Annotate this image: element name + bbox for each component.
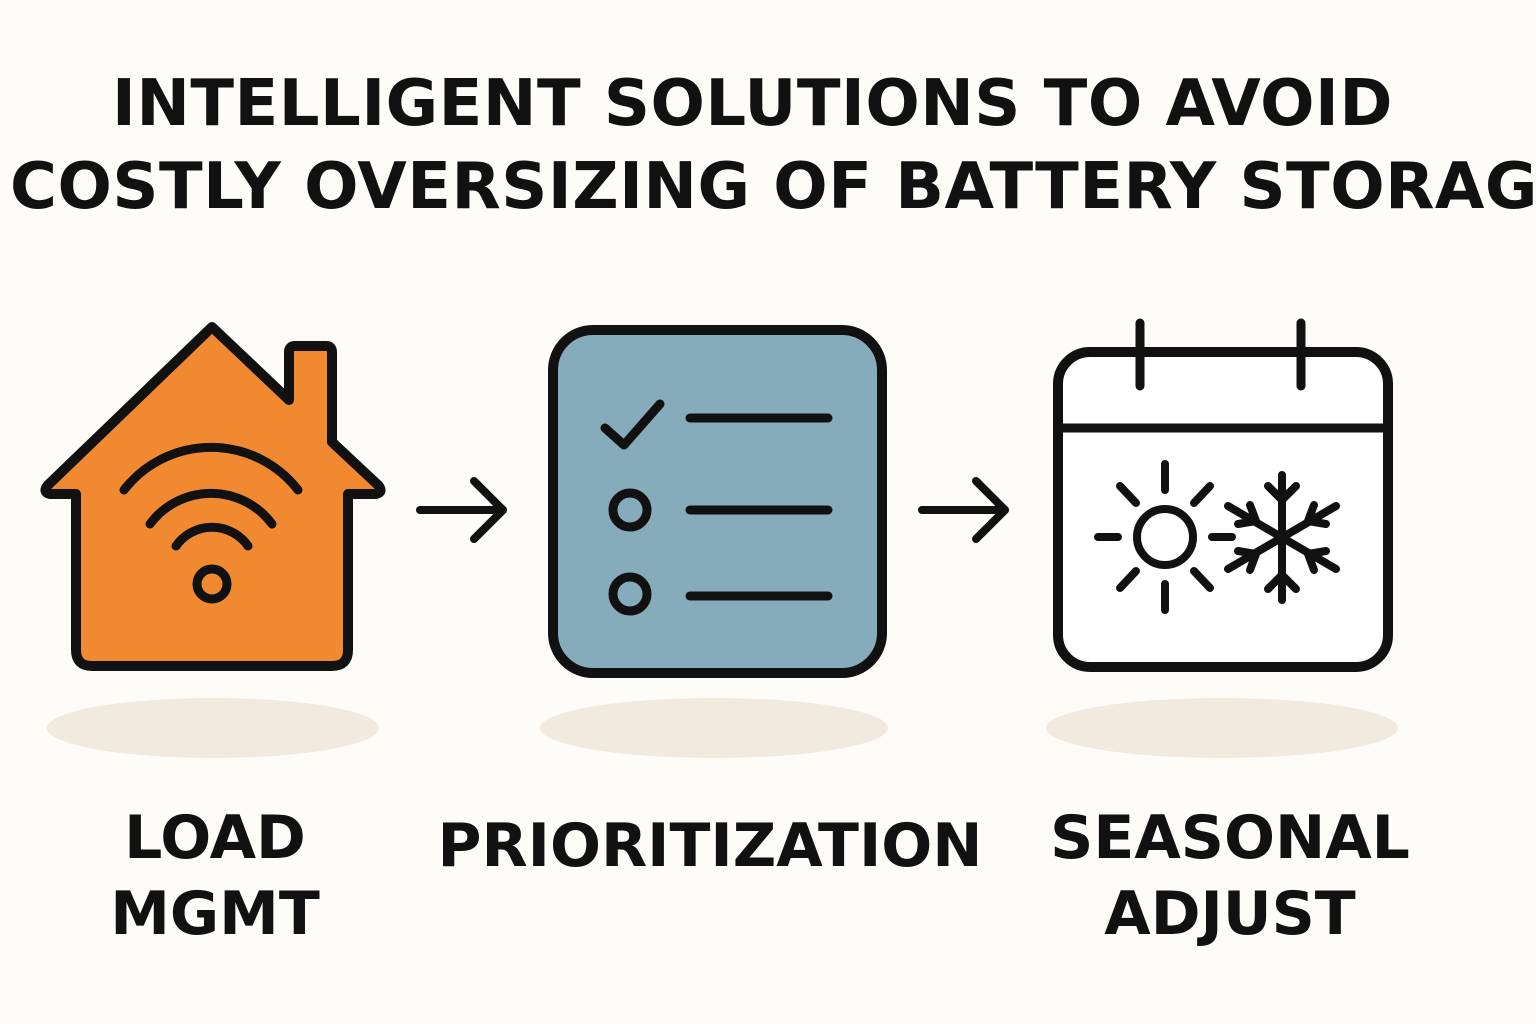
calendar-shadow <box>1046 698 1398 758</box>
snowflake-icon <box>1224 471 1340 604</box>
label-line: ADJUST <box>1104 879 1356 949</box>
sun-icon <box>1094 460 1236 614</box>
house-shadow <box>47 698 379 758</box>
label-line: PRIORITIZATION <box>437 811 983 881</box>
circle-bullet-icon <box>608 488 652 532</box>
checkmark-icon <box>600 399 665 450</box>
label-line: LOAD <box>124 803 306 873</box>
checklist-icon <box>548 325 887 678</box>
calendar-sun-snowflake-icon <box>1053 318 1393 672</box>
circle-bullet-icon <box>608 572 652 616</box>
step-label-load-mgmt: LOAD MGMT <box>60 800 370 952</box>
arrow-right-icon <box>416 477 507 543</box>
checklist-shadow <box>540 698 888 758</box>
step-label-seasonal-adjust: SEASONAL ADJUST <box>1030 800 1430 952</box>
label-line: SEASONAL <box>1050 803 1410 873</box>
smart-home-wifi-icon <box>40 322 386 671</box>
label-line: MGMT <box>110 879 320 949</box>
step-label-prioritization: PRIORITIZATION <box>430 808 990 884</box>
title-line-1: INTELLIGENT SOLUTIONS TO AVOID <box>112 67 1393 141</box>
arrow-right-icon <box>918 477 1009 543</box>
title-line-2: COSTLY OVERSIZING OF BATTERY STORAGE <box>10 150 1536 224</box>
